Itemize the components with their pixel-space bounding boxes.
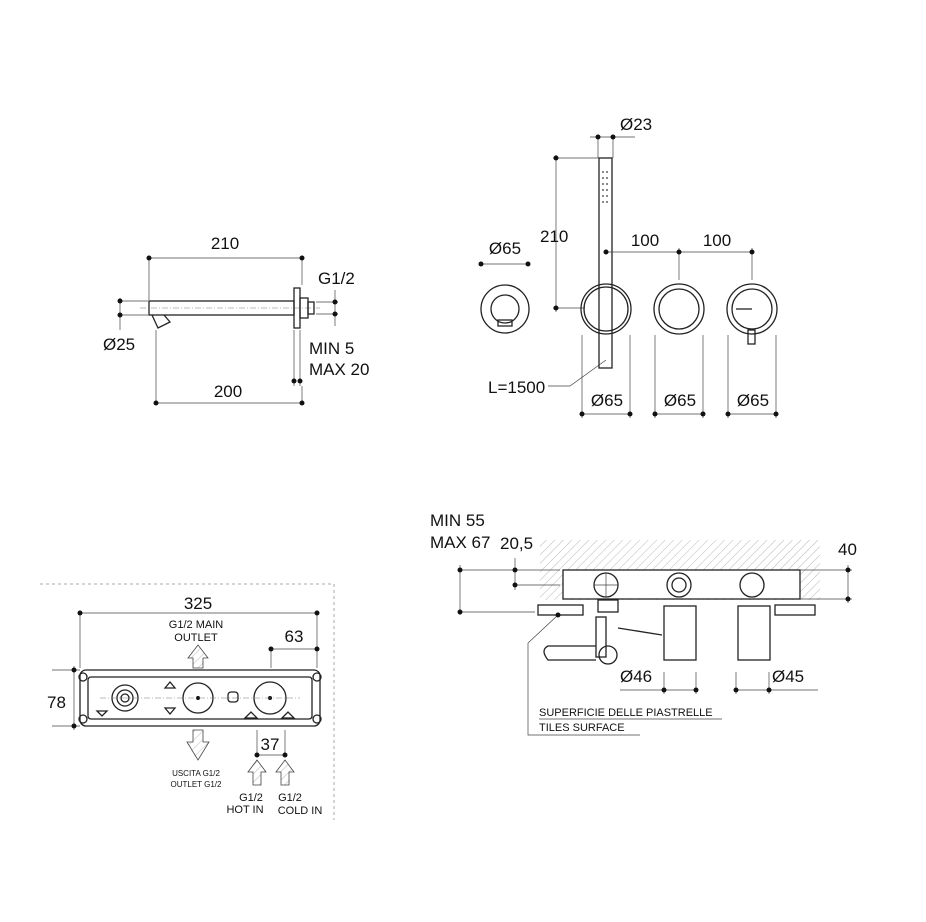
main-outlet-label-1: G1/2 MAIN [169, 619, 223, 631]
side-section-view: MIN 55 MAX 67 20,5 40 Ø46 Ø45 SUPERFICIE… [430, 511, 857, 736]
spout-view: 210 Ø25 G1/2 MIN 5 MAX 20 200 [103, 234, 369, 406]
section-diameter-46: Ø46 [620, 667, 652, 686]
outlet-label-en: OUTLET G1/2 [171, 780, 223, 789]
shower-height: 210 [540, 227, 568, 246]
hot-thread: G1/2 [239, 792, 263, 804]
section-depth: 40 [838, 540, 857, 559]
spout-min: MIN 5 [309, 339, 354, 358]
holder-diameter: Ø65 [489, 239, 521, 258]
spacing-2: 100 [703, 231, 731, 250]
box-width: 325 [184, 594, 212, 613]
spout-diameter: Ø25 [103, 335, 135, 354]
spout-max: MAX 20 [309, 360, 369, 379]
cold-in-label: COLD IN [278, 805, 323, 817]
shower-diameter: Ø23 [620, 115, 652, 134]
hot-in-label: HOT IN [226, 804, 263, 816]
plate-diameter-3: Ø65 [737, 391, 769, 410]
section-min: MIN 55 [430, 511, 485, 530]
tiles-surface-it: SUPERFICIE DELLE PIASTRELLE [539, 707, 713, 719]
section-diameter-45: Ø45 [772, 667, 804, 686]
tiles-surface-en: TILES SURFACE [539, 722, 625, 734]
inlet-spacing: 37 [261, 735, 280, 754]
hose-length: L=1500 [488, 378, 545, 397]
main-outlet-label-2: OUTLET [174, 632, 218, 644]
spout-length-bottom: 200 [214, 382, 242, 401]
cold-thread: G1/2 [278, 792, 302, 804]
outlet-label-it: USCITA G1/2 [172, 769, 220, 778]
plate-diameter-2: Ø65 [664, 391, 696, 410]
spout-length-top: 210 [211, 234, 239, 253]
spacing-1: 100 [631, 231, 659, 250]
section-offset: 20,5 [500, 534, 533, 553]
hand-shower-view: Ø23 210 100 100 Ø65 L=1500 Ø65 Ø65 Ø65 [478, 115, 779, 418]
spout-thread: G1/2 [318, 269, 355, 288]
right-offset: 63 [285, 627, 304, 646]
plate-diameter-1: Ø65 [591, 391, 623, 410]
section-max: MAX 67 [430, 533, 490, 552]
body-box-view: 325 G1/2 MAIN OUTLET 63 78 USCITA G1/2 O… [40, 583, 335, 820]
box-height: 78 [47, 693, 66, 712]
